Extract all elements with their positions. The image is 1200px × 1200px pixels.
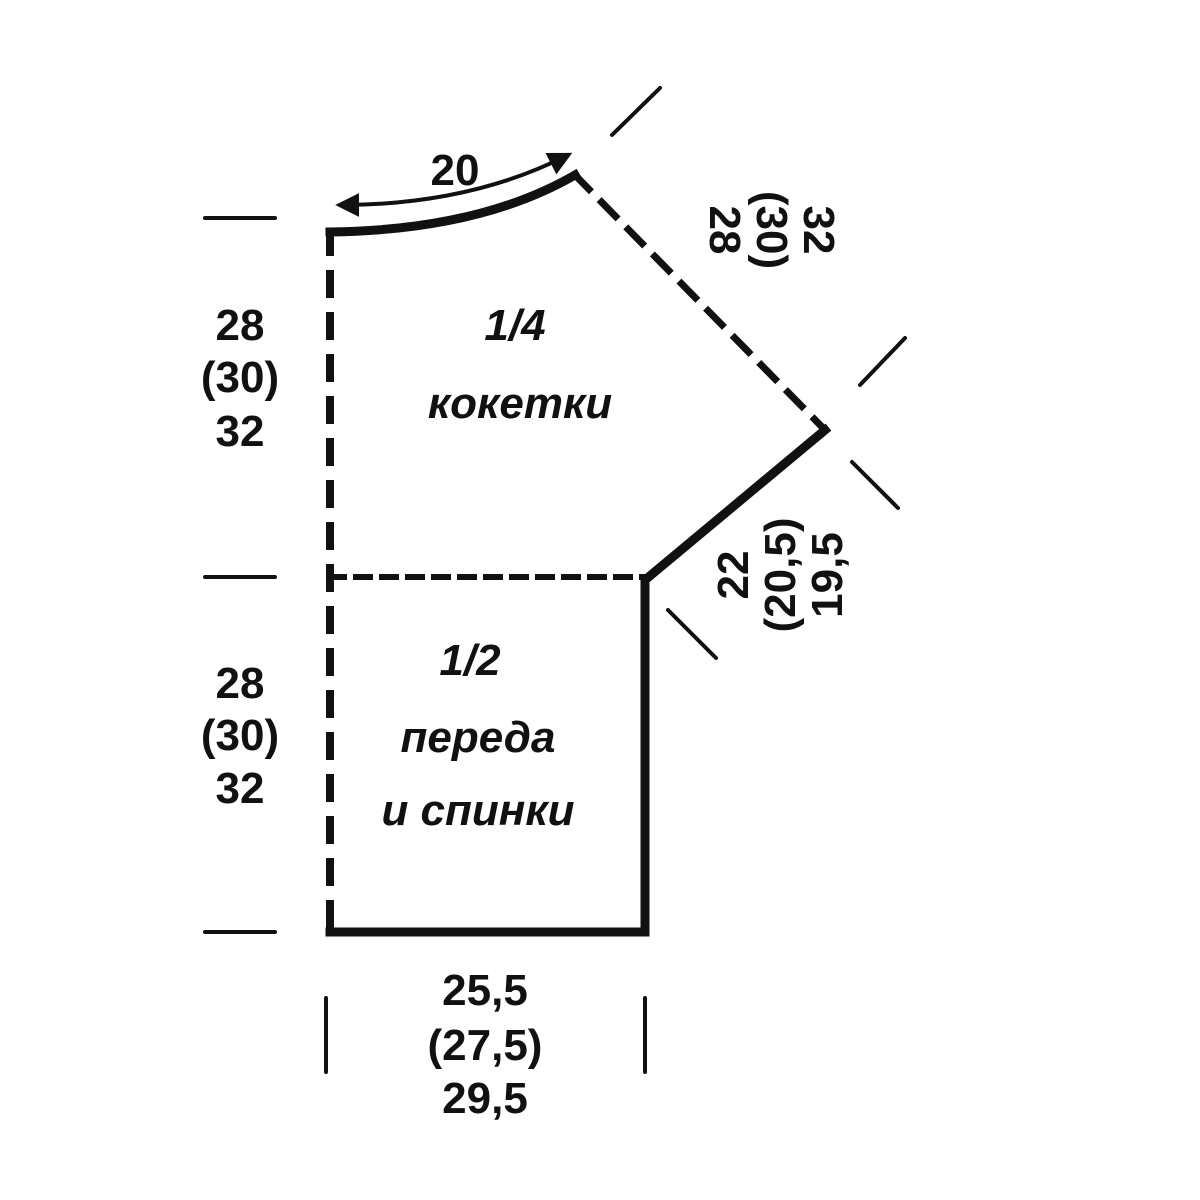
shoulder-length-line2: (30) [747, 191, 796, 269]
neck-width-value: 20 [431, 146, 480, 195]
body-width-measurement: 25,5 (27,5) 29,5 [428, 966, 543, 1123]
body-height-line3: 32 [216, 764, 265, 813]
shoulder-length-measurement: 28 (30) 32 [700, 191, 843, 269]
yoke-height-line2: (30) [201, 353, 279, 402]
tick-shoulder-top [610, 86, 662, 137]
tick-armhole-top [850, 460, 900, 510]
shoulder-length-line1: 28 [700, 206, 749, 255]
body-width-line1: 25,5 [442, 966, 528, 1015]
armhole-length-line1: 19,5 [803, 532, 852, 618]
yoke-height-line1: 28 [216, 301, 265, 350]
shoulder-length-line3: 32 [794, 206, 843, 255]
body-width-line3: 29,5 [442, 1074, 528, 1123]
yoke-height-measurement: 28 (30) 32 [201, 301, 279, 456]
body-height-measurement: 28 (30) 32 [201, 659, 279, 813]
body-piece-line2: переда [401, 713, 556, 762]
tick-shoulder-bottom [858, 336, 907, 387]
yoke-piece-line1: 1/4 [484, 301, 545, 350]
yoke-height-line3: 32 [216, 407, 265, 456]
yoke-piece-line2: кокетки [428, 379, 612, 428]
armhole-edge [640, 423, 832, 937]
body-piece-line1: 1/2 [439, 636, 501, 685]
body-piece-line3: и спинки [381, 786, 574, 835]
body-piece-label: 1/2 переда и спинки [381, 636, 574, 835]
body-width-line2: (27,5) [428, 1021, 543, 1070]
yoke-piece-label: 1/4 кокетки [428, 301, 612, 428]
body-height-line2: (30) [201, 711, 279, 760]
armhole-length-line2: (20,5) [756, 518, 805, 633]
dimension-ticks [203, 86, 907, 1074]
armhole-length-line3: 22 [709, 551, 758, 600]
shoulder-seam-line [570, 170, 830, 435]
neck-width-arrow [335, 152, 573, 217]
armhole-length-measurement: 19,5 (20,5) 22 [709, 518, 852, 633]
body-height-line1: 28 [216, 659, 265, 708]
tick-armhole-bottom [666, 608, 718, 660]
